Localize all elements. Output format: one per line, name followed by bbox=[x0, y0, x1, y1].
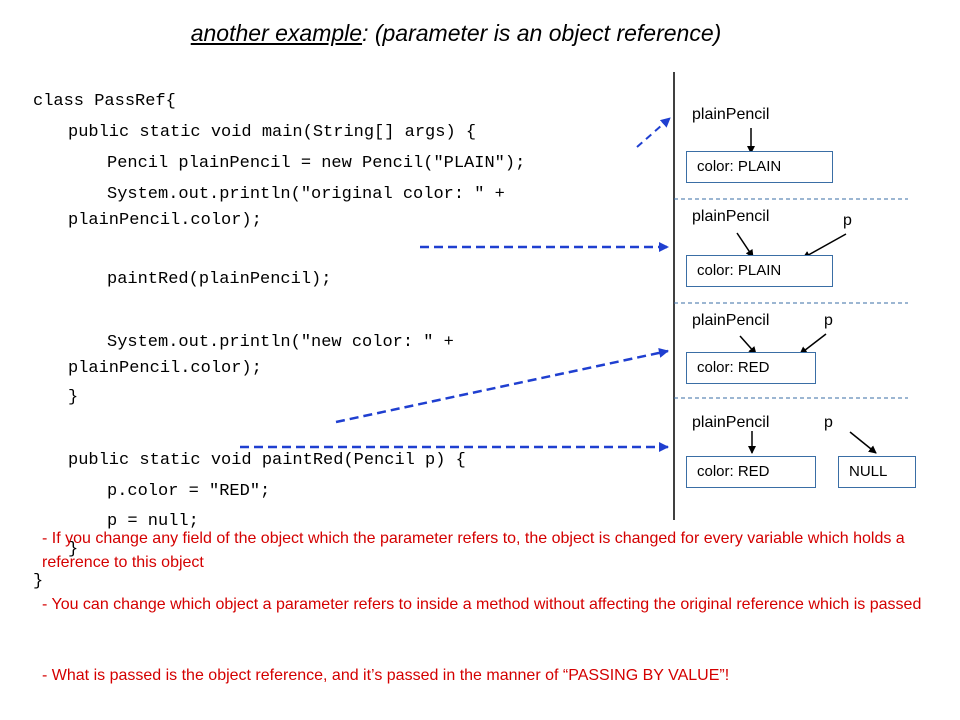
note-reassign-parameter: - You can change which object a paramete… bbox=[42, 596, 922, 613]
code-line-method-close: } bbox=[68, 540, 79, 559]
panel2-var-p: p bbox=[843, 212, 852, 229]
panel4-null-box: NULL bbox=[838, 456, 916, 488]
ref-arrow-panel2-p bbox=[802, 233, 847, 259]
panel3-object-box: color: RED bbox=[686, 352, 816, 384]
arrow-code-to-panel-1 bbox=[636, 117, 671, 148]
panel1-object-box: color: PLAIN bbox=[686, 151, 833, 183]
code-line-print-original-cont: plainPencil.color); bbox=[68, 211, 262, 230]
code-line-paint-red-call: paintRed(plainPencil); bbox=[107, 270, 332, 289]
code-line-set-color: p.color = "RED"; bbox=[107, 482, 271, 501]
code-line-set-null: p = null; bbox=[107, 512, 199, 531]
code-line-class-close: } bbox=[33, 572, 44, 591]
code-line-main-signature: public static void main(String[] args) { bbox=[68, 123, 477, 142]
panel4-object-box: color: RED bbox=[686, 456, 816, 488]
panel2-object-box: color: PLAIN bbox=[686, 255, 833, 287]
panel2-var-plainpencil: plainPencil bbox=[692, 208, 770, 225]
code-line-main-close: } bbox=[68, 388, 79, 407]
code-line-print-new-cont: plainPencil.color); bbox=[68, 359, 262, 378]
note-field-change: - If you change any field of the object … bbox=[42, 530, 905, 571]
title-rest: : (parameter is an object reference) bbox=[362, 20, 722, 46]
arrow-code-to-panel-3 bbox=[335, 347, 669, 424]
code-line-new-pencil: Pencil plainPencil = new Pencil("PLAIN")… bbox=[107, 154, 526, 173]
ref-arrow-panel2-plainpencil bbox=[736, 232, 754, 258]
ref-arrow-panel4-p bbox=[849, 431, 877, 454]
panel4-var-p: p bbox=[824, 414, 833, 431]
panel1-var-plainpencil: plainPencil bbox=[692, 106, 770, 123]
slide-title: another example: (parameter is an object… bbox=[0, 20, 912, 47]
panel4-var-plainpencil: plainPencil bbox=[692, 414, 770, 431]
note-pass-by-value: - What is passed is the object reference… bbox=[42, 667, 730, 684]
title-emphasis: another example bbox=[190, 20, 363, 46]
ref-arrow-panel3-plainpencil bbox=[739, 335, 757, 355]
code-line-print-original: System.out.println("original color: " + bbox=[107, 185, 505, 204]
code-line-paintred-signature: public static void paintRed(Pencil p) { bbox=[68, 451, 466, 470]
code-line-class: class PassRef{ bbox=[33, 92, 176, 111]
ref-arrow-panel3-p bbox=[799, 333, 827, 355]
panel3-var-p: p bbox=[824, 312, 833, 329]
code-line-print-new: System.out.println("new color: " + bbox=[107, 333, 454, 352]
panel3-var-plainpencil: plainPencil bbox=[692, 312, 770, 329]
